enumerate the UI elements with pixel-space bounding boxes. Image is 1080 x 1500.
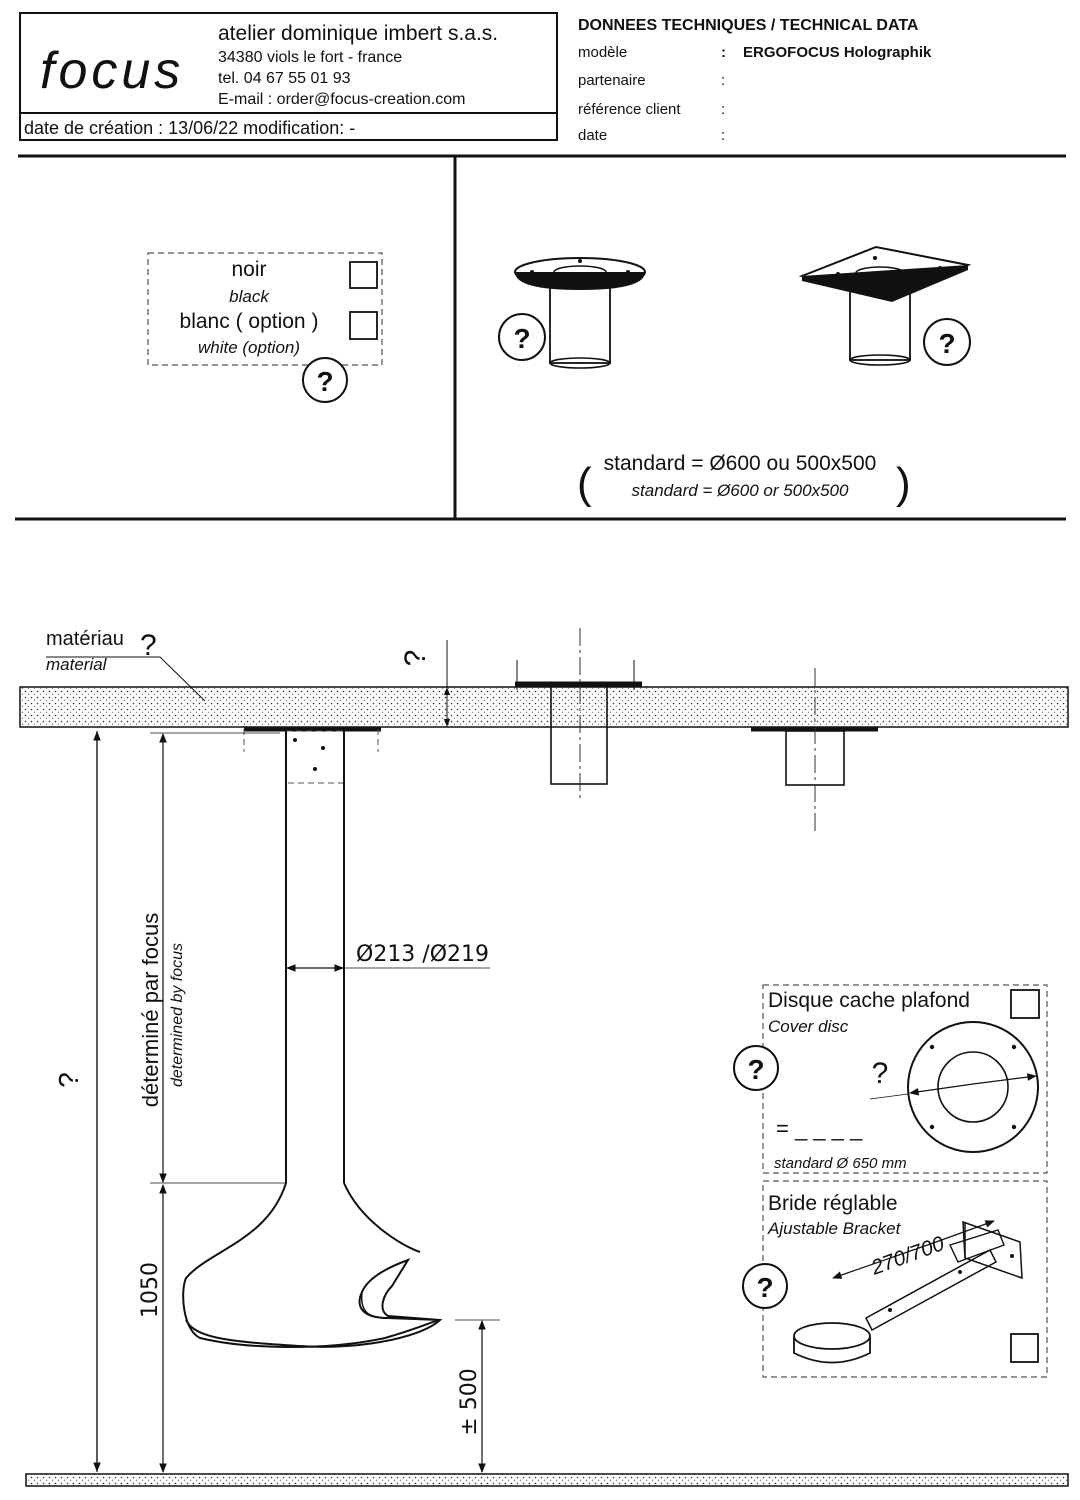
color-white-label-en: white (option) bbox=[198, 338, 300, 357]
white-checkbox[interactable] bbox=[349, 311, 378, 340]
cover-disc-title-en: Cover disc bbox=[768, 1017, 849, 1036]
bracket-range-label: 270/700 bbox=[867, 1232, 947, 1280]
tech-row-sep: : bbox=[721, 101, 725, 118]
color-white-label: blanc ( option ) bbox=[180, 310, 319, 333]
cover-disc-checkbox[interactable] bbox=[1010, 989, 1040, 1019]
overall-height-question: ? bbox=[53, 1072, 84, 1088]
plate-variant-under bbox=[751, 668, 878, 835]
open-paren: ( bbox=[577, 459, 592, 508]
svg-text:?: ? bbox=[316, 366, 333, 397]
question-mark: ? bbox=[140, 629, 157, 662]
svg-text:?: ? bbox=[513, 323, 530, 354]
bracket-panel: Bride réglable Ajustable Bracket 270/700… bbox=[742, 1180, 1048, 1378]
close-paren: ) bbox=[896, 459, 911, 508]
ceiling-slab bbox=[19, 686, 1069, 728]
determined-by-focus-label: déterminé par focus bbox=[138, 913, 163, 1107]
standard-plate-size-en: standard = Ø600 or 500x500 bbox=[632, 481, 849, 500]
standard-plate-size: standard = Ø600 ou 500x500 bbox=[604, 452, 877, 475]
flue-diameter-label: Ø213 /Ø219 bbox=[356, 942, 489, 967]
installation-drawing: matériau ? material ? bbox=[19, 628, 1069, 1487]
company-name: atelier dominique imbert s.a.s. bbox=[218, 22, 498, 45]
overall-height-dimension: ? bbox=[53, 731, 101, 1472]
determined-by-focus-label-en: determined by focus bbox=[169, 943, 186, 1087]
bracket-checkbox[interactable] bbox=[1010, 1333, 1039, 1363]
tech-row-label: date bbox=[578, 127, 607, 144]
cover-disc-equals: = _ _ _ _ bbox=[776, 1116, 863, 1141]
flue-diameter-dimension: Ø213 /Ø219 bbox=[286, 942, 490, 972]
technical-data-rows: modèle : ERGOFOCUS Holographik partenair… bbox=[578, 44, 932, 144]
fireplace-silhouette bbox=[182, 726, 443, 1348]
bracket-title-en: Ajustable Bracket bbox=[767, 1219, 902, 1238]
tech-row-label: partenaire bbox=[578, 72, 646, 89]
floor-clearance-label: ± 500 bbox=[457, 1368, 482, 1435]
tech-row-sep: : bbox=[721, 72, 725, 89]
cover-disc-title: Disque cache plafond bbox=[768, 989, 970, 1012]
tech-row-sep: : bbox=[721, 44, 726, 61]
question-badge: ? bbox=[498, 313, 546, 361]
company-email: E-mail : order@focus-creation.com bbox=[218, 91, 465, 108]
color-options-panel: noir black blanc ( option ) white (optio… bbox=[147, 252, 383, 403]
hood-height-label: 1050 bbox=[138, 1262, 163, 1318]
svg-text:?: ? bbox=[747, 1054, 764, 1085]
header: focus atelier dominique imbert s.a.s. 34… bbox=[19, 12, 932, 144]
company-phone: tel. 04 67 55 01 93 bbox=[218, 70, 351, 87]
material-label: matériau bbox=[46, 628, 124, 650]
company-address: 34380 viols le fort - france bbox=[218, 49, 402, 66]
black-checkbox[interactable] bbox=[349, 261, 378, 289]
color-black-label-en: black bbox=[229, 287, 270, 306]
adjustable-bracket-icon bbox=[793, 1220, 1023, 1364]
question-badge: ? bbox=[733, 1045, 779, 1091]
cover-disc-standard: standard Ø 650 mm bbox=[774, 1155, 907, 1172]
plate-variant-through bbox=[515, 628, 642, 800]
question-badge: ? bbox=[923, 318, 971, 366]
svg-text:?: ? bbox=[938, 328, 955, 359]
flue-length-dimension: déterminé par focus determined by focus bbox=[138, 732, 286, 1184]
tech-row-sep: : bbox=[721, 127, 725, 144]
bracket-title: Bride réglable bbox=[768, 1192, 898, 1215]
creation-dates: date de création : 13/06/22 modification… bbox=[24, 118, 355, 138]
tech-row-value: ERGOFOCUS Holographik bbox=[743, 44, 932, 61]
floor-clearance-dimension: ± 500 bbox=[455, 1319, 500, 1473]
svg-text:?: ? bbox=[756, 1272, 773, 1303]
tech-row-label: modèle bbox=[578, 44, 627, 61]
floor-slab bbox=[25, 1473, 1069, 1487]
question-badge: ? bbox=[302, 357, 348, 403]
square-ceiling-plate-icon bbox=[798, 245, 972, 366]
slab-thickness-question: ? bbox=[399, 650, 432, 667]
color-black-label: noir bbox=[231, 258, 266, 281]
cover-disc-panel: Disque cache plafond Cover disc ? = _ _ … bbox=[733, 984, 1048, 1174]
round-ceiling-plate-icon bbox=[514, 257, 646, 369]
cover-disc-icon bbox=[869, 1021, 1039, 1153]
company-logo: focus bbox=[40, 42, 184, 100]
hood-height-dimension: 1050 bbox=[138, 1184, 167, 1473]
ceiling-plates-panel: ? ? ( ) standard = Ø600 ou 500x500 stand… bbox=[498, 245, 972, 508]
technical-data-title: DONNEES TECHNIQUES / TECHNICAL DATA bbox=[578, 17, 919, 34]
question-badge: ? bbox=[742, 1263, 788, 1309]
material-label-en: material bbox=[46, 655, 108, 674]
tech-row-label: référence client bbox=[578, 101, 681, 118]
cover-disc-question: ? bbox=[872, 1057, 889, 1090]
